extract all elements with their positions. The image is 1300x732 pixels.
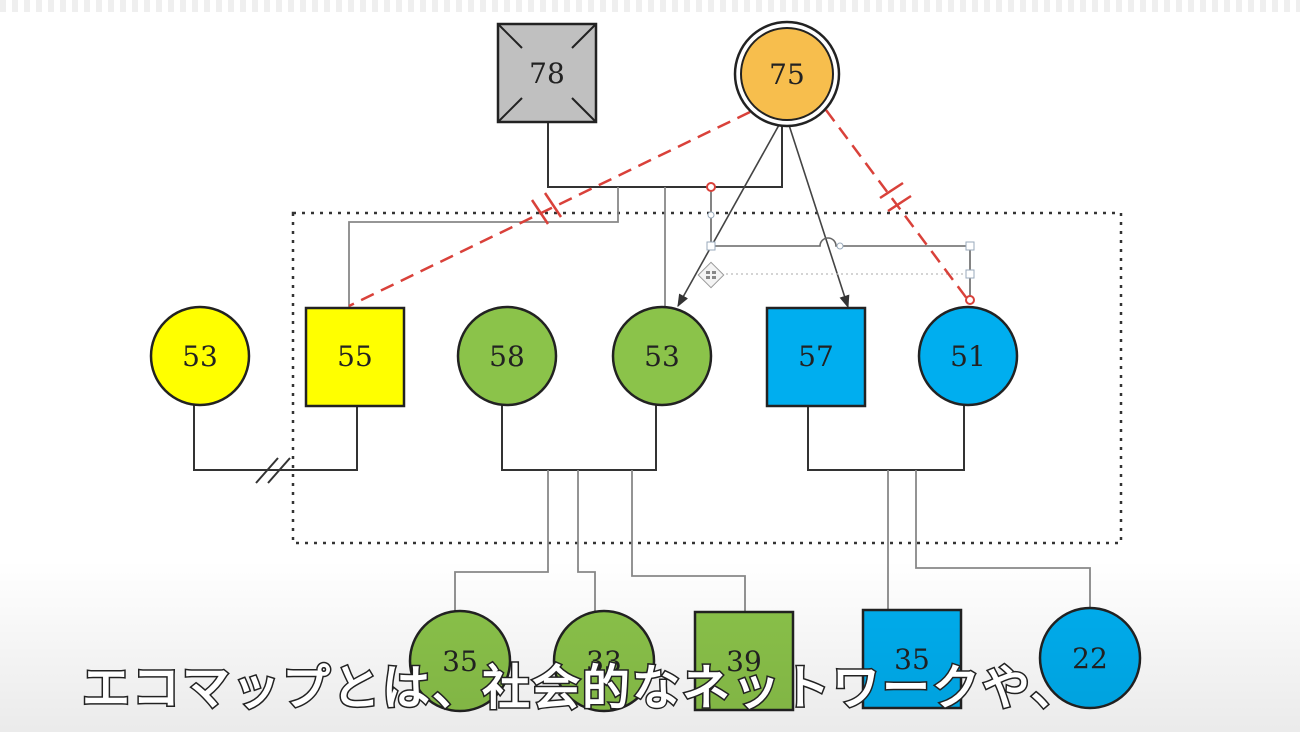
yellow-man-square[interactable]: 55 <box>304 306 406 408</box>
node-age-label: 53 <box>182 340 218 373</box>
move-handle-icon[interactable] <box>697 261 725 289</box>
grandfather-deceased-square[interactable]: 78 <box>496 22 598 124</box>
blue-man-square[interactable]: 57 <box>765 306 867 408</box>
relation-arrow-1 <box>677 124 780 308</box>
node-age-label: 53 <box>644 340 680 373</box>
household-boundary <box>291 211 1123 545</box>
gp-child-line-1 <box>348 187 619 308</box>
conflict-break-1 <box>530 192 563 225</box>
node-age-label: 51 <box>950 340 986 373</box>
selected-connector[interactable] <box>697 182 975 305</box>
conflict-line-1 <box>348 110 751 308</box>
node-age-label: 57 <box>798 340 834 373</box>
relation-arrow-2 <box>788 124 850 309</box>
green-man-circle[interactable]: 58 <box>456 305 558 407</box>
conflict-break-2 <box>879 181 912 213</box>
video-subtitle: エコマップとは、社会的なネットワークや、 <box>82 660 1081 716</box>
top-edge-strip <box>0 0 1300 12</box>
yellow-woman-circle[interactable]: 53 <box>149 305 251 407</box>
node-age-label: 55 <box>337 340 373 373</box>
node-age-label: 78 <box>529 57 565 90</box>
green-couple-line <box>501 404 657 471</box>
blue-couple-line <box>807 404 965 471</box>
green-woman-circle[interactable]: 53 <box>611 305 713 407</box>
blue-woman-circle[interactable]: 51 <box>917 305 1019 407</box>
node-age-label: 75 <box>769 58 805 91</box>
divorce-mark <box>255 457 291 484</box>
grandmother-circle[interactable]: 75 <box>733 20 841 128</box>
bottom-fade <box>0 560 1300 732</box>
node-age-label: 58 <box>489 340 525 373</box>
divorced-couple-line <box>193 404 358 471</box>
